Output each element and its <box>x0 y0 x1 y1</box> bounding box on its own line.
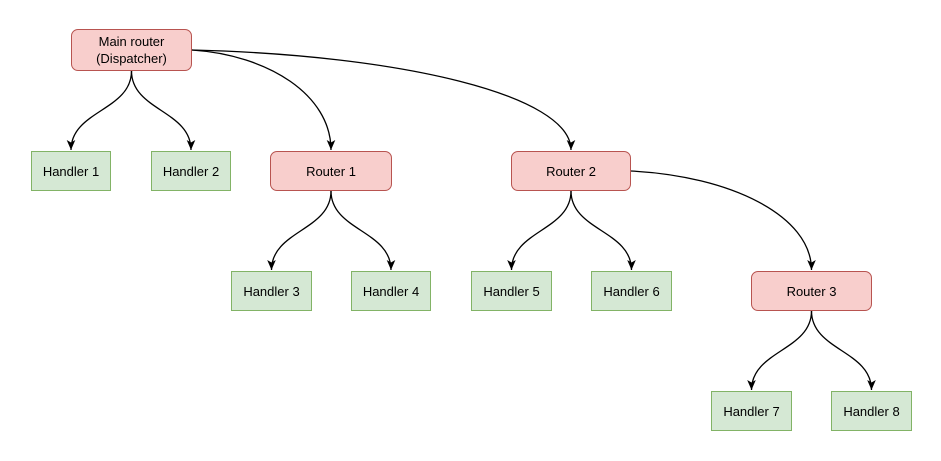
edge-main-router-to-router-2 <box>191 49 576 151</box>
node-handler-6: Handler 6 <box>591 271 672 311</box>
handler-6-label: Handler 6 <box>603 283 660 299</box>
node-router-2: Router 2 <box>511 151 631 191</box>
handler-8-label: Handler 8 <box>843 403 900 419</box>
node-handler-7: Handler 7 <box>711 391 792 431</box>
edge-router-2-to-handler-6 <box>570 190 636 271</box>
node-handler-5: Handler 5 <box>471 271 552 311</box>
edge-router-1-to-handler-4 <box>330 190 396 271</box>
edge-router-2-to-router-3 <box>630 170 816 271</box>
handler-3-label: Handler 3 <box>243 283 300 299</box>
router-2-label: Router 2 <box>546 163 596 179</box>
edge-router-1-to-handler-3 <box>267 190 332 271</box>
edge-router-3-to-handler-7 <box>747 310 813 391</box>
handler-5-label: Handler 5 <box>483 283 540 299</box>
router-1-label: Router 1 <box>306 163 356 179</box>
node-handler-4: Handler 4 <box>351 271 431 311</box>
node-main-router: Main router (Dispatcher) <box>71 29 192 71</box>
handler-4-label: Handler 4 <box>362 283 420 299</box>
main-router-label: Main router (Dispatcher) <box>96 34 167 66</box>
node-handler-2: Handler 2 <box>151 151 231 191</box>
handler-7-label: Handler 7 <box>723 403 780 419</box>
edge-main-router-to-handler-2 <box>130 70 196 151</box>
handler-1-label: Handler 1 <box>42 163 100 179</box>
node-router-3: Router 3 <box>751 271 872 311</box>
edge-main-router-to-handler-1 <box>66 70 133 151</box>
handler-2-label: Handler 2 <box>162 163 220 179</box>
edge-router-2-to-handler-5 <box>507 190 572 271</box>
router-3-label: Router 3 <box>786 283 837 299</box>
edge-router-3-to-handler-8 <box>810 310 876 391</box>
node-handler-8: Handler 8 <box>831 391 912 431</box>
node-handler-1: Handler 1 <box>31 151 111 191</box>
edge-main-router-to-router-1 <box>191 49 336 151</box>
node-router-1: Router 1 <box>270 151 392 191</box>
node-handler-3: Handler 3 <box>231 271 312 311</box>
